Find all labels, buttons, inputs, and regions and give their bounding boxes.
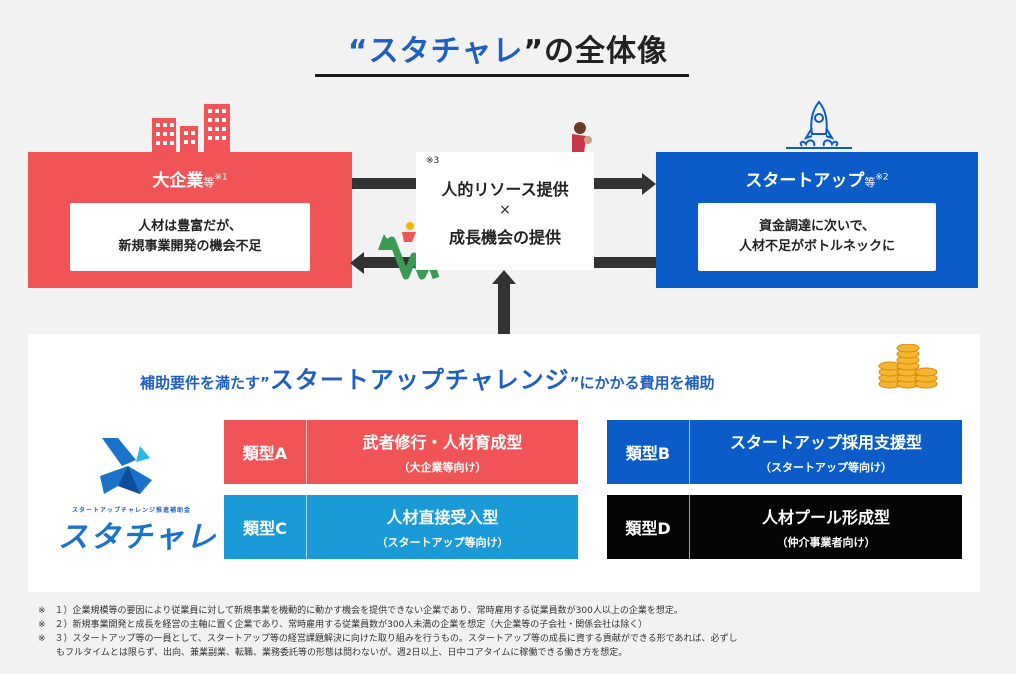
footnote-3-continued: もフルタイムとは限らず、出向、兼業副業、転職、業務委託等の形態は問わないが、週2…	[38, 648, 628, 658]
arrow-right-head	[642, 173, 656, 195]
cross-mark: ×	[499, 202, 511, 218]
logo-subtitle: スタートアップチャレンジ推進補助金	[72, 507, 191, 514]
arrow-left-to-center-shaft	[352, 178, 416, 189]
type-c-body: 人材直接受入型 （スタートアップ等向け）	[307, 495, 578, 559]
arrow-up	[492, 270, 516, 334]
title-keyword: スタチャレ	[368, 34, 524, 69]
title-rest: ”の全体像	[523, 34, 669, 69]
resource-exchange-box: 人的リソース提供 × 成長機会の提供	[416, 152, 594, 270]
arrow-left-head	[350, 252, 364, 274]
large-company-line1: 人材は豊富だが、	[138, 219, 242, 234]
type-c-box: 類型C 人材直接受入型 （スタートアップ等向け）	[224, 495, 578, 559]
buildings-icon	[152, 104, 230, 152]
subsidy-prefix: 補助要件を満たす”	[140, 374, 270, 392]
type-a-body: 武者修行・人材育成型 （大企業等向け）	[307, 420, 578, 484]
resource-line: 人的リソース提供	[441, 180, 569, 199]
startup-title: スタートアップ等※2	[656, 166, 978, 191]
subsidy-suffix: ”にかかる費用を補助	[569, 374, 715, 392]
large-company-description: 人材は豊富だが、 新規事業開発の機会不足	[70, 203, 310, 271]
large-company-box: 大企業等※1 人材は豊富だが、 新規事業開発の機会不足	[28, 152, 352, 288]
coins-icon	[878, 344, 938, 389]
rocket-icon	[786, 100, 852, 149]
page-title: “スタチャレ”の全体像	[0, 26, 1016, 70]
type-d-target: （仲介事業者向け）	[776, 536, 876, 549]
startup-note-mark: ※2	[875, 172, 889, 183]
type-b-box: 類型B スタートアップ採用支援型 （スタートアップ等向け）	[607, 420, 962, 484]
title-quote-open: “	[347, 34, 369, 69]
logo-wordmark: スタチャレ	[58, 520, 218, 555]
large-company-note-mark: ※1	[214, 172, 228, 183]
growth-line: 成長機会の提供	[448, 228, 561, 247]
type-a-target: （大企業等向け）	[398, 461, 487, 474]
large-company-title-text: 大企業	[152, 171, 204, 191]
footnote-1: ※ １）企業規模等の要因により従業員に対して新規事業を機動的に動かす機会を提供で…	[38, 606, 683, 616]
arrow-center-to-right-shaft	[594, 178, 644, 189]
startup-box: スタートアップ等※2 資金調達に次いで、 人材不足がボトルネックに	[656, 152, 978, 288]
type-a-tag: 類型A	[224, 420, 307, 484]
type-b-target: （スタートアップ等向け）	[760, 461, 892, 474]
startup-line2: 人材不足がボトルネックに	[738, 239, 895, 254]
arrow-right-to-center-shaft	[594, 257, 656, 268]
large-company-title: 大企業等※1	[28, 166, 352, 191]
center-note-mark: ※3	[426, 156, 440, 166]
subsidy-program: スタートアップチャレンジ	[269, 366, 570, 394]
startup-title-suffix: 等	[864, 176, 876, 189]
startup-title-text: スタートアップ	[745, 171, 865, 191]
startup-line1: 資金調達に次いで、	[758, 219, 876, 234]
type-b-name: スタートアップ採用支援型	[729, 433, 922, 452]
type-b-tag: 類型B	[607, 420, 690, 484]
type-b-body: スタートアップ採用支援型 （スタートアップ等向け）	[690, 420, 962, 484]
large-company-title-suffix: 等	[203, 176, 215, 189]
footnote-2: ※ ２）新規事業開発と成長を経営の主軸に置く企業であり、常時雇用する従業員数が3…	[38, 620, 648, 630]
title-underline	[315, 74, 689, 77]
footnote-3: ※ ３）スタートアップ等の一員として、スタートアップ等の経営課題解決に向けた取り…	[38, 634, 738, 644]
arrow-center-to-left-shaft	[364, 257, 416, 268]
stachare-logo-mark	[100, 438, 152, 494]
startup-description: 資金調達に次いで、 人材不足がボトルネックに	[698, 203, 936, 271]
type-c-target: （スタートアップ等向け）	[376, 536, 509, 549]
type-a-name: 武者修行・人材育成型	[362, 433, 523, 452]
type-d-box: 類型D 人材プール形成型 （仲介事業者向け）	[607, 495, 962, 559]
type-c-tag: 類型C	[224, 495, 307, 559]
large-company-line2: 新規事業開発の機会不足	[118, 239, 262, 254]
type-a-box: 類型A 武者修行・人材育成型 （大企業等向け）	[224, 420, 578, 484]
type-d-body: 人材プール形成型 （仲介事業者向け）	[690, 495, 962, 559]
type-c-name: 人材直接受入型	[386, 508, 499, 527]
type-d-name: 人材プール形成型	[761, 508, 890, 527]
type-d-tag: 類型D	[607, 495, 690, 559]
subsidy-description: 補助要件を満たす”スタートアップチャレンジ”にかかる費用を補助	[140, 360, 714, 395]
